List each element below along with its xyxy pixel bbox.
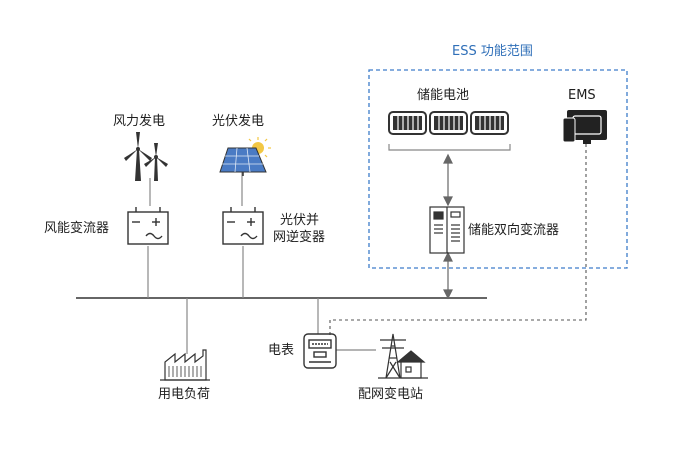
connection-lines	[147, 144, 511, 354]
substation-icon	[378, 333, 428, 379]
battery-cell-3	[470, 111, 509, 135]
wind-converter-icon	[127, 207, 169, 245]
ems-control-line	[329, 144, 587, 336]
pv-inverter-icon	[222, 207, 264, 245]
pv-inverter-label-line1: 光伏并	[280, 213, 320, 228]
ems-label: EMS	[568, 88, 596, 103]
battery-cell-2	[429, 111, 468, 135]
pcs-cabinet-icon	[429, 206, 465, 254]
wind-converter-label: 风能变流器	[44, 221, 110, 236]
substation-label: 配网变电站	[358, 387, 424, 402]
ess-scope-title: ESS 功能范围	[452, 44, 533, 59]
battery-cell-1	[388, 111, 427, 135]
battery-bracket	[388, 144, 511, 151]
ess-scope-frame	[368, 69, 628, 269]
meter-label: 电表	[268, 343, 295, 358]
ems-monitor-icon	[562, 110, 607, 144]
pv-power-label: 光伏发电	[212, 114, 265, 129]
battery-pack-icon	[388, 111, 509, 135]
double-arrows	[443, 153, 453, 300]
solar-panel-icon	[219, 137, 271, 176]
pv-inverter-label-line2: 网逆变器	[273, 230, 326, 245]
wind-turbine-icon	[124, 132, 168, 181]
load-label: 用电负荷	[158, 387, 211, 402]
wind-power-label: 风力发电	[113, 114, 166, 129]
electric-meter-icon	[303, 333, 337, 369]
factory-icon	[160, 349, 210, 381]
battery-label: 储能电池	[417, 88, 470, 103]
pcs-label: 储能双向变流器	[468, 223, 560, 238]
